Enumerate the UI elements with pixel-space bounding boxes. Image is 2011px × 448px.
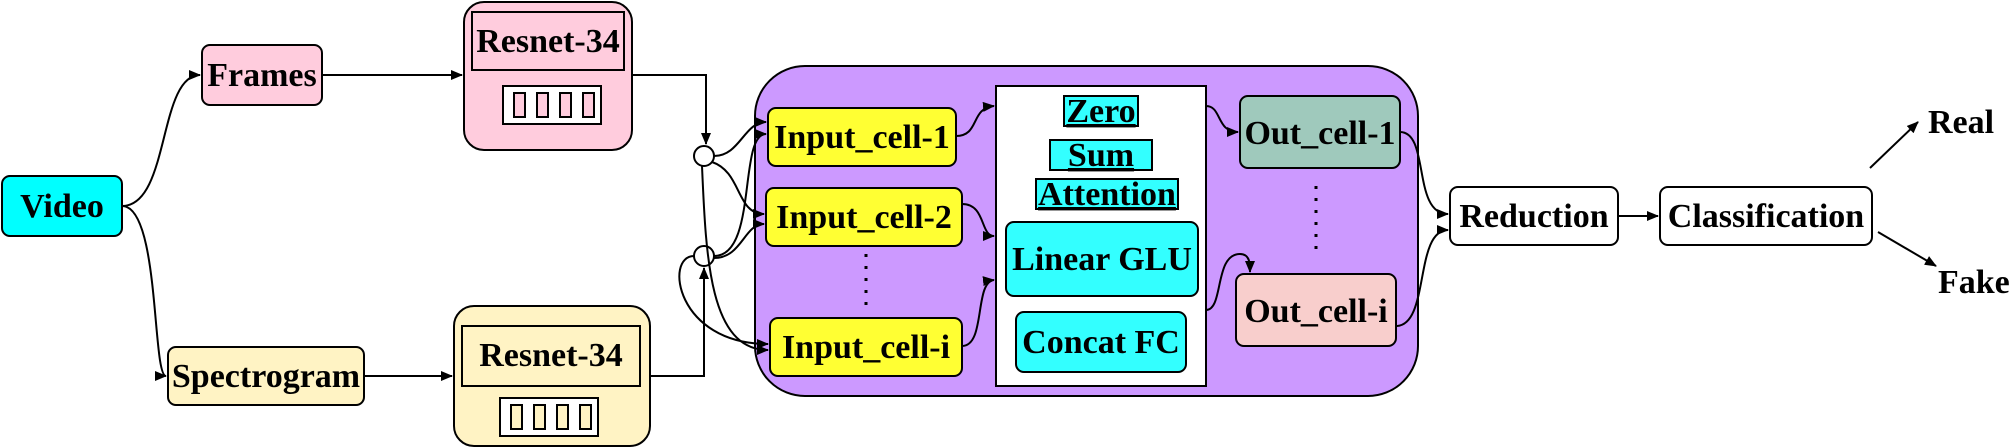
- zero-label: Zero: [1066, 93, 1135, 130]
- reduction-label: Reduction: [1459, 198, 1608, 235]
- out-cell-1: Out_cell-1: [1239, 95, 1401, 169]
- edge-classification-fake: [1877, 231, 1937, 267]
- linear-glu-block: Linear GLU: [1005, 221, 1199, 297]
- attention-text-block: Attention: [1035, 176, 1179, 213]
- classification-node: Classification: [1659, 186, 1873, 246]
- edge-jt-input1: [713, 117, 767, 157]
- edge-video-frames: [121, 70, 201, 207]
- input-cell-1-label: Input_cell-1: [774, 119, 950, 156]
- reduction-node: Reduction: [1449, 186, 1619, 246]
- edge-outi-reduction: [1395, 225, 1449, 327]
- junction-top: [693, 145, 715, 167]
- video-node: Video: [1, 175, 123, 237]
- resnet-top-node: Resnet-34: [463, 1, 633, 151]
- edge-resnet-bottom-junction: [650, 267, 709, 377]
- frames-label: Frames: [207, 57, 317, 94]
- sum-block: Sum: [1049, 137, 1153, 174]
- zero-block: Zero: [1063, 93, 1139, 130]
- input-cell-2: Input_cell-2: [765, 187, 963, 247]
- edge-resnet-top-junction: [632, 74, 711, 145]
- edge-input1-block: [955, 101, 995, 137]
- out-cell-i-label: Out_cell-i: [1244, 293, 1388, 330]
- edge-jt-inputi: [701, 165, 769, 355]
- resnet-bottom-label: Resnet-34: [479, 337, 623, 374]
- input-cell-2-label: Input_cell-2: [776, 199, 952, 236]
- real-label: Real: [1928, 104, 1994, 141]
- fake-label: Fake: [1938, 264, 2010, 301]
- resnet-top-label: Resnet-34: [476, 23, 620, 60]
- edge-jb-inputi: [678, 255, 769, 349]
- attention-label: Attention: [1038, 176, 1176, 213]
- video-label: Video: [20, 188, 104, 225]
- edge-block-outi: [1205, 252, 1255, 311]
- classification-label: Classification: [1668, 198, 1865, 235]
- spectrogram-node: Spectrogram: [167, 346, 365, 406]
- edge-jb-input2: [713, 219, 765, 259]
- edge-input2-block: [961, 203, 995, 241]
- edge-jt-input2: [711, 161, 765, 219]
- edge-jb-input1: [713, 129, 767, 257]
- input-cell-i: Input_cell-i: [769, 317, 963, 377]
- edge-video-spectrogram: [121, 205, 167, 381]
- input-cell-i-label: Input_cell-i: [782, 329, 950, 366]
- frames-node: Frames: [201, 44, 323, 106]
- edge-inputi-block: [961, 276, 995, 347]
- edge-classification-real: [1869, 121, 1919, 169]
- resnet-bottom-node: Resnet-34: [453, 305, 651, 447]
- concat-fc-label: Concat FC: [1022, 324, 1180, 361]
- linear-glu-label: Linear GLU: [1012, 241, 1192, 278]
- edge-out1-reduction: [1399, 131, 1449, 219]
- edge-block-out1: [1205, 105, 1239, 137]
- spectrogram-label: Spectrogram: [172, 358, 360, 395]
- out-cell-i: Out_cell-i: [1235, 273, 1397, 347]
- sum-label: Sum: [1068, 137, 1134, 174]
- concat-fc-block: Concat FC: [1015, 311, 1187, 373]
- out-cell-1-label: Out_cell-1: [1244, 115, 1395, 152]
- input-cell-1: Input_cell-1: [767, 107, 957, 167]
- junction-bottom: [693, 245, 715, 267]
